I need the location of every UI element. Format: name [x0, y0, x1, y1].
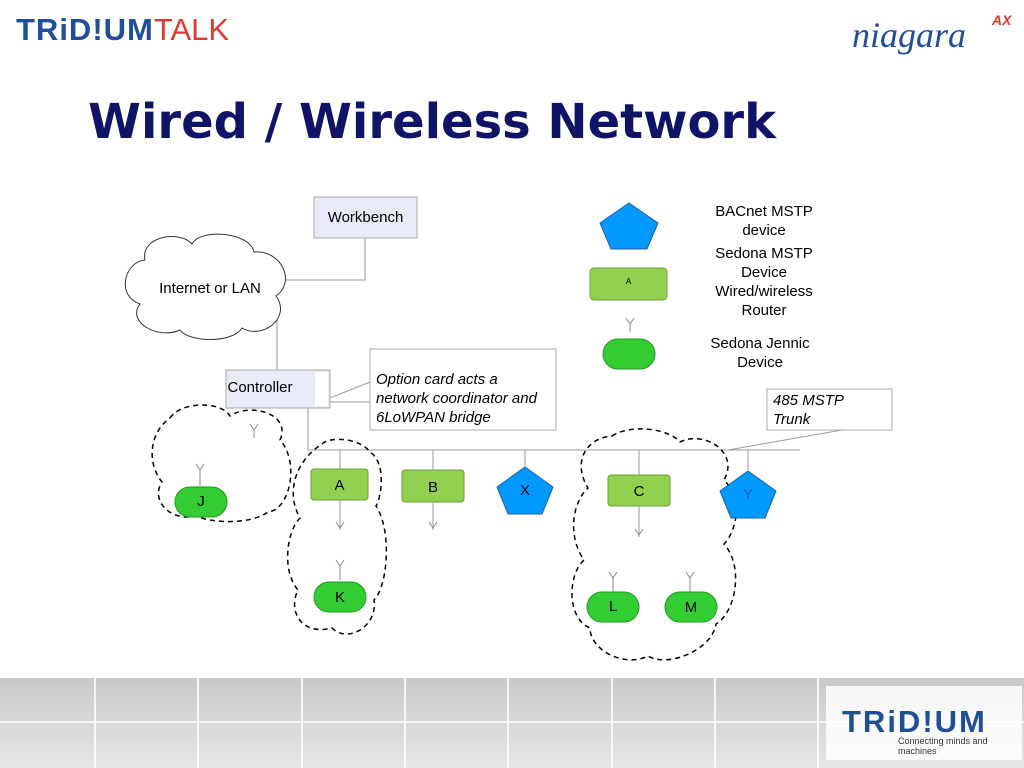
legend-router-line: Wired/wireless [715, 283, 813, 300]
legend-router-label: Wired/wireless Router [700, 282, 828, 320]
antenna-icons [195, 317, 753, 592]
node-y-label: Y [742, 486, 753, 503]
node-y-shape [719, 470, 777, 519]
option-card-note-box [369, 348, 557, 431]
option-card-note-line: network coordinator and [376, 390, 537, 407]
workbench-label: Workbench [327, 209, 404, 226]
node-j-shape [174, 486, 228, 518]
internet-label: Internet or LAN [159, 280, 261, 297]
niagara-ax-logo: niagara AX [852, 8, 1022, 64]
page-title: Wired / Wireless Network [88, 94, 777, 150]
node-x-shape [496, 466, 554, 515]
trunk-note-line: Trunk [773, 411, 811, 428]
option-card-note-line: Option card acts a [376, 371, 498, 388]
logo-part-tridium: TRiD!UM [16, 12, 154, 47]
legend-sedona-mstp-line: Device [741, 264, 787, 281]
node-l-label: L [608, 598, 618, 615]
workbench-box [313, 196, 418, 239]
trunk-note-line: 485 MSTP [773, 392, 844, 409]
internet-cloud-shape [124, 233, 286, 340]
router-antenna-icon [625, 317, 635, 332]
node-b-shape [401, 469, 465, 503]
j-antenna-icon [195, 463, 205, 486]
workbench-internet-line [272, 238, 366, 281]
legend-bacnet-line: device [742, 222, 786, 239]
node-c-shape [607, 474, 671, 507]
trunk-note-box [766, 388, 893, 431]
legend-jennic-line: Device [737, 354, 783, 371]
m-antenna-icon [685, 571, 695, 592]
option-card-note-line: 6LoWPAN bridge [376, 409, 491, 426]
node-k-label: K [334, 589, 345, 606]
controller-antenna-icon [249, 423, 259, 438]
legend-sedona-mstp-label: Sedona MSTP Device [700, 244, 828, 282]
legend-jennic-label: Sedona Jennic Device [696, 334, 824, 372]
option-card-callout [329, 381, 371, 399]
mesh-cloud-clm [571, 428, 737, 661]
legend-router-line: Router [741, 302, 787, 319]
mstp-trunk-line [307, 408, 800, 451]
legend-sedona-mstp-sample-label: A [625, 277, 632, 286]
legend-jennic-line: Sedona Jennic [710, 335, 810, 352]
node-c-label: C [633, 483, 645, 500]
niagara-logo-sup: AX [992, 12, 1012, 28]
c-antenna-icon [634, 528, 644, 536]
a-antenna-icon [335, 521, 345, 529]
node-m-shape [664, 591, 718, 623]
legend-sedona-mstp-box [589, 267, 668, 301]
trunk-note: 485 MSTP Trunk [773, 391, 891, 429]
logo-part-talk: TALK [153, 12, 230, 47]
footer-band [0, 678, 1024, 768]
controller-box [225, 369, 331, 409]
node-a-shape [310, 468, 369, 501]
l-antenna-icon [608, 571, 618, 592]
tridiumtalk-logo: TRiD!UMTALK [16, 12, 229, 48]
legend-sedona-mstp-line: Sedona MSTP [715, 245, 813, 262]
node-a-label: A [334, 477, 345, 494]
controller-option-card [315, 372, 328, 406]
node-x-label: X [519, 482, 530, 499]
legend-bacnet-pentagon [599, 202, 659, 250]
k-antenna-icon [335, 559, 345, 580]
footer-tagline: Connecting minds and machines [898, 736, 988, 756]
node-l-shape [586, 591, 640, 623]
node-m-label: M [684, 599, 698, 616]
option-card-note: Option card acts a network coordinator a… [376, 370, 556, 427]
legend-bacnet-label: BACnet MSTP device [700, 202, 828, 240]
legend-jennic-pill [602, 338, 656, 370]
node-k-shape [313, 581, 367, 613]
trunk-callout [727, 429, 892, 451]
b-antenna-icon [428, 521, 438, 529]
footer-logo-text: TRiD!UM [842, 704, 987, 739]
legend-bacnet-line: BACnet MSTP [715, 203, 813, 220]
footer-tridium-logo: TRiD!UM Connecting minds and machines [842, 704, 1018, 756]
niagara-logo-text: niagara [852, 15, 967, 55]
node-b-label: B [427, 479, 438, 496]
node-j-label: J [197, 493, 205, 510]
mesh-cloud-j [151, 404, 292, 523]
controller-label: Controller [227, 379, 293, 396]
